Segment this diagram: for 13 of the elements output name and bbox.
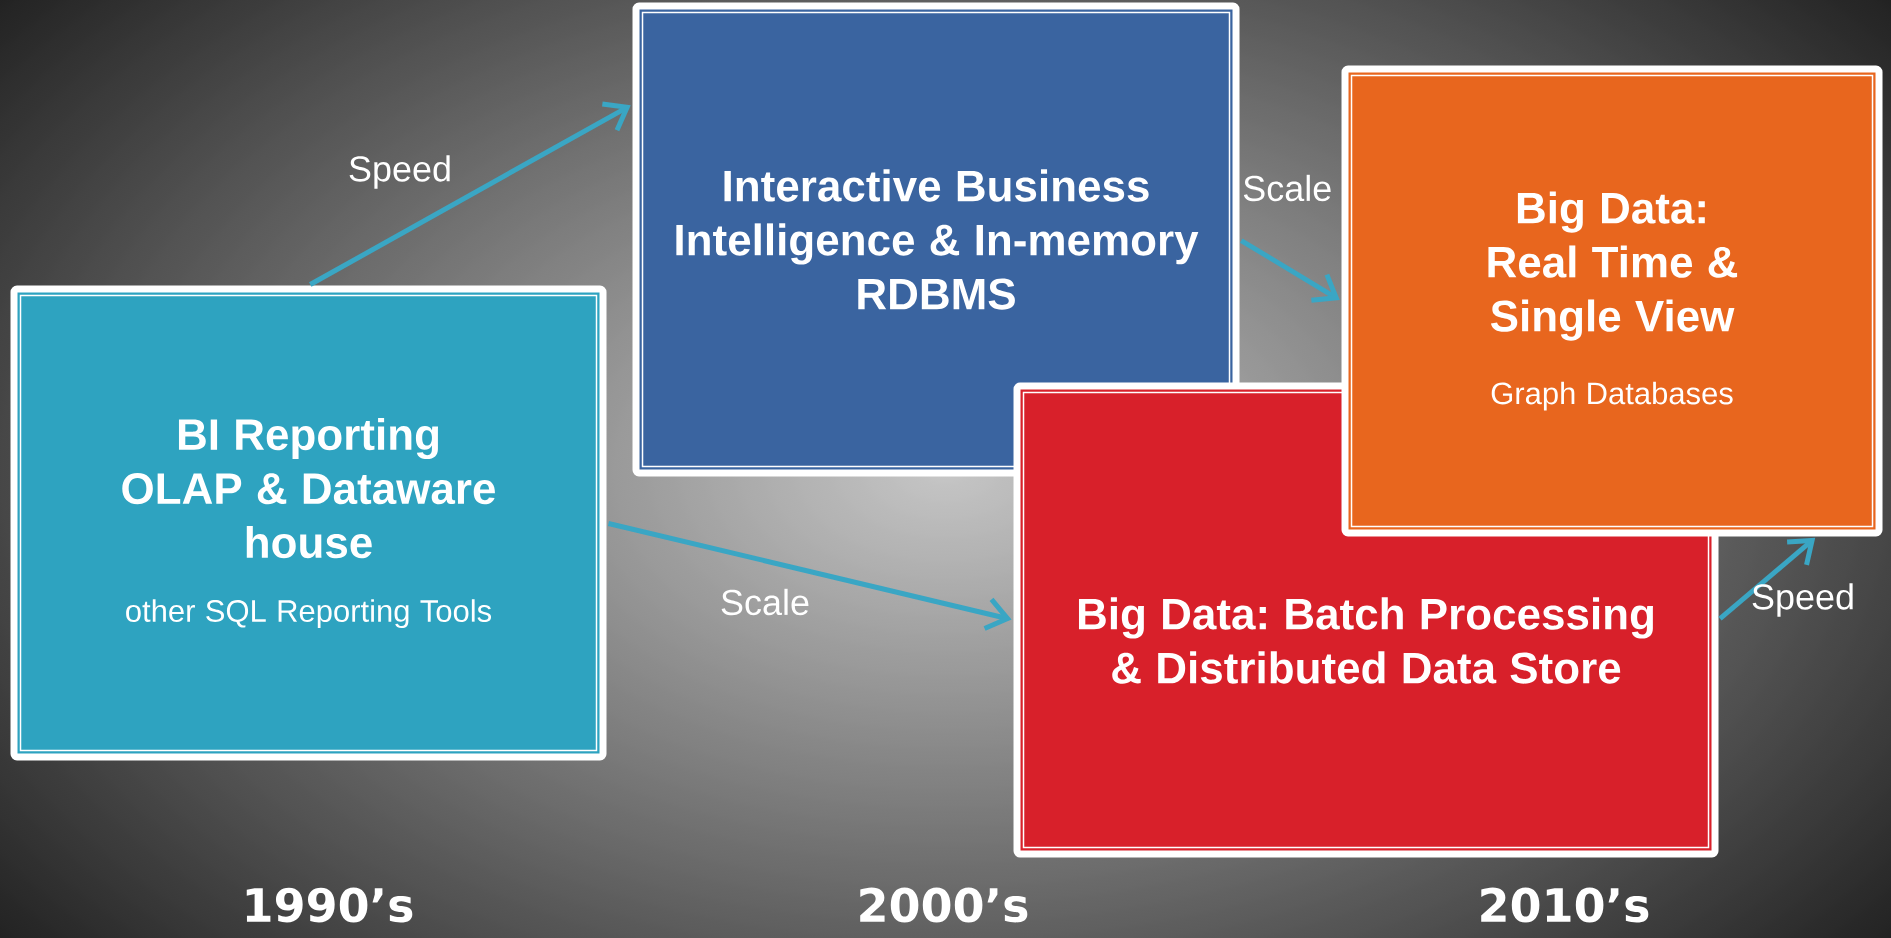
edge-label: Speed bbox=[349, 155, 450, 189]
process-box: Interactive Business Intelligence & In-memory RDBMS bbox=[632, 2, 1240, 477]
arrow bbox=[309, 101, 631, 287]
edge-label: Scale bbox=[721, 588, 809, 616]
edge-label: Speed bbox=[1752, 583, 1853, 617]
arrow bbox=[1718, 537, 1816, 621]
arrow bbox=[1239, 238, 1340, 303]
year-label: 2000’s bbox=[860, 887, 1028, 923]
process-box: Big Data: Real Time & Single View Graph Databases bbox=[1341, 65, 1883, 537]
process-box: BI Reporting OLAP & Dataware house other SQL Reporting Tools bbox=[10, 285, 607, 761]
year-label: 1990’s bbox=[246, 887, 413, 923]
edge-label: Scale bbox=[1243, 174, 1331, 202]
arrow bbox=[607, 521, 1012, 631]
